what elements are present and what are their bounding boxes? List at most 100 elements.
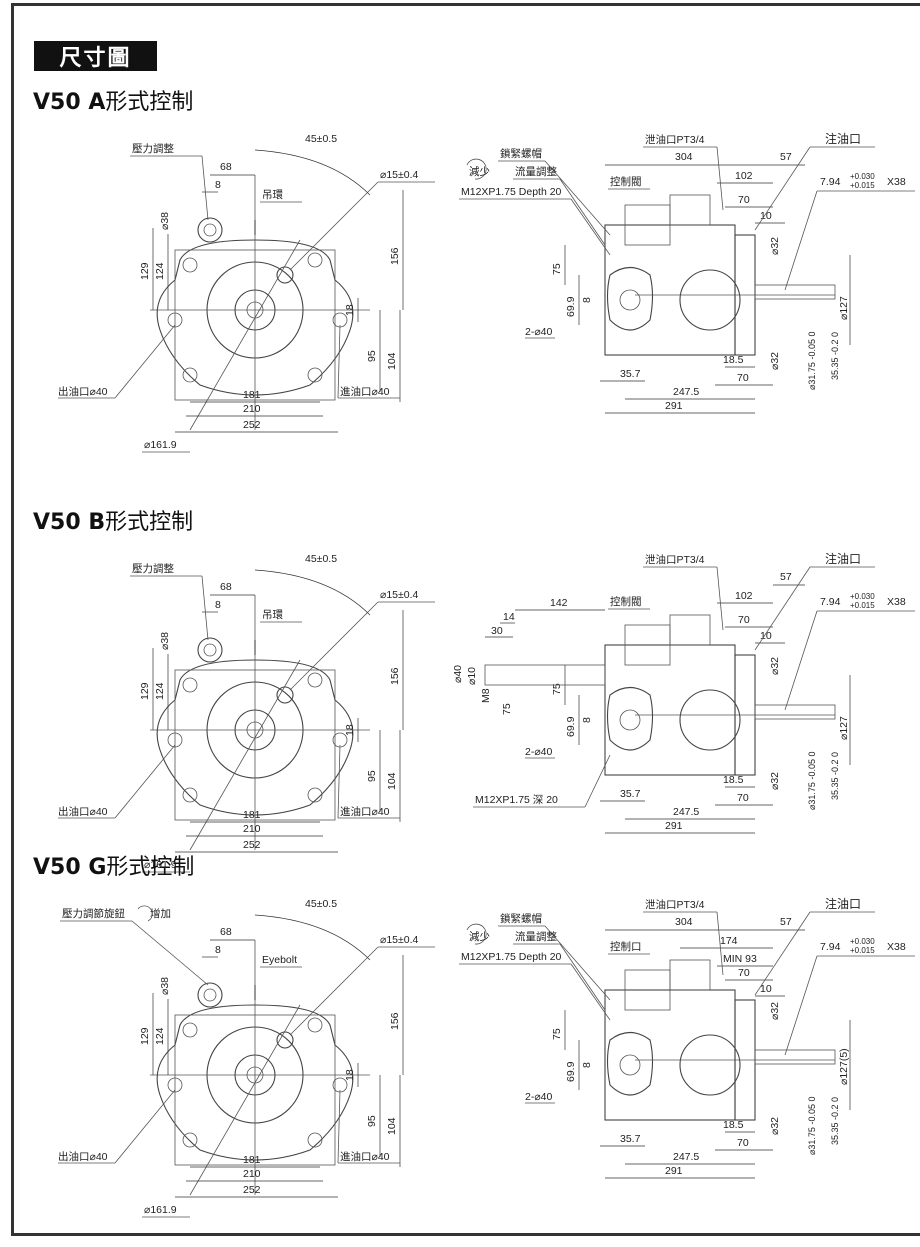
bolt-lug — [182, 787, 198, 803]
dim-247-5-label: 247.5 — [673, 806, 699, 818]
outlet-label: 出油口⌀40 — [58, 1150, 108, 1163]
leader — [570, 198, 611, 256]
dim-10-label: 10 — [760, 983, 772, 995]
mount-hole — [276, 686, 294, 704]
dim-124-label: 124 — [154, 262, 166, 280]
bolt-lug — [182, 367, 198, 383]
bolt-lug — [182, 1022, 198, 1038]
dim-104-label: 104 — [386, 1117, 398, 1135]
dim-68-label: 68 — [220, 926, 232, 938]
fill-label: 注油口 — [825, 896, 861, 911]
flow-adjust-label: 流量調整 — [515, 165, 557, 178]
bolt-lug — [167, 732, 183, 748]
dim-95-label: 95 — [366, 770, 378, 782]
decrease-arrow-icon — [466, 158, 487, 180]
leader — [201, 155, 209, 221]
key-tol-lower: +0.015 — [850, 181, 875, 190]
dim-156-label: 156 — [389, 1012, 401, 1030]
dim-95-label: 95 — [366, 1115, 378, 1127]
dim-252-label: 252 — [243, 419, 261, 431]
leader — [716, 911, 724, 976]
dim-75-label: 75 — [551, 683, 563, 695]
leader — [754, 566, 811, 651]
leader — [559, 943, 606, 1011]
leader — [584, 754, 611, 808]
pilot-dia-label: ⌀161.9 — [144, 1204, 177, 1216]
control-valve-body — [669, 614, 711, 646]
pressure-knob-inner — [203, 223, 217, 237]
dim-18-label: 18 — [344, 724, 356, 736]
dim-104-label: 104 — [386, 352, 398, 370]
dim-129-label: 129 — [139, 262, 151, 280]
shaft — [754, 704, 836, 720]
dim-8-label: 8 — [215, 944, 221, 956]
dim-18-label: 18 — [344, 304, 356, 316]
dim-57-label: 57 — [780, 916, 792, 928]
angle-label: 45±0.5 — [305, 898, 337, 910]
extension-shaft — [484, 664, 606, 686]
shaft — [754, 284, 836, 300]
dim-181-label: 181 — [243, 1154, 261, 1166]
fill-label: 注油口 — [825, 551, 861, 566]
dim-252-label: 252 — [243, 1184, 261, 1196]
dim-35-7-label: 35.7 — [620, 368, 641, 380]
decrease-arrow-icon — [466, 923, 487, 945]
dim-75-label: 75 — [551, 263, 563, 275]
dim-30-label: 30 — [491, 625, 503, 637]
bolt-lug — [307, 1017, 323, 1033]
dim-8-label: 8 — [581, 297, 593, 303]
dim-70-label: 70 — [738, 614, 750, 626]
leader — [337, 1089, 341, 1164]
inlet-label: 進油口⌀40 — [340, 385, 390, 398]
dim-124-label: 124 — [154, 682, 166, 700]
dim-69-9-label: 69.9 — [565, 1061, 577, 1082]
dim-18-5-label: 18.5 — [723, 354, 744, 366]
port-holes-label: 2-⌀40 — [525, 1091, 552, 1103]
inlet-label: 進油口⌀40 — [340, 1150, 390, 1163]
dim-32b-label: ⌀32 — [769, 1117, 781, 1135]
key-height-label: 35.35 -0.2 0 — [830, 752, 840, 800]
control-valve-label: 控制閥 — [610, 595, 642, 608]
dim-70b-label: 70 — [737, 792, 749, 804]
control-valve-label: 控制口 — [610, 940, 642, 953]
dim-69-9-label: 69.9 — [565, 296, 577, 317]
outlet-label: 出油口⌀40 — [58, 385, 108, 398]
dim-304-label: 304 — [675, 151, 693, 163]
dim-210-label: 210 — [243, 1168, 261, 1180]
pressure-knob-inner — [203, 988, 217, 1002]
dim-124-label: 124 — [154, 1027, 166, 1045]
dim-10-label: 10 — [760, 630, 772, 642]
leader — [544, 925, 611, 1001]
title-suffix: 形式控制 — [105, 90, 194, 115]
leader — [131, 920, 209, 986]
pressure-knob — [197, 982, 223, 1008]
leader — [559, 178, 606, 246]
pilot-leader — [189, 659, 301, 851]
shaft — [754, 1049, 836, 1065]
key-label: 7.94 — [820, 176, 841, 188]
dim-70-label: 70 — [738, 194, 750, 206]
dim-38-label: ⌀38 — [159, 977, 171, 995]
pressure-knob-inner — [203, 643, 217, 657]
key-tol-upper: +0.030 — [850, 937, 875, 946]
leader — [716, 566, 724, 631]
pressure-knob — [197, 217, 223, 243]
page-header: 尺寸圖 — [34, 41, 157, 71]
bolt-lug — [307, 787, 323, 803]
dim-38-label: ⌀38 — [159, 632, 171, 650]
angle-arc — [254, 914, 371, 961]
lock-nut-label: 鎖緊螺帽 — [500, 912, 542, 925]
key-tol-lower: +0.015 — [850, 946, 875, 955]
leader — [289, 946, 379, 1036]
leader — [570, 963, 611, 1021]
dim-32a-label: ⌀32 — [769, 1002, 781, 1020]
pilot-leader — [189, 1004, 301, 1196]
angle-label: 45±0.5 — [305, 133, 337, 145]
dim-247-5-label: 247.5 — [673, 386, 699, 398]
title-suffix: 形式控制 — [106, 855, 195, 880]
dim-68-label: 68 — [220, 161, 232, 173]
